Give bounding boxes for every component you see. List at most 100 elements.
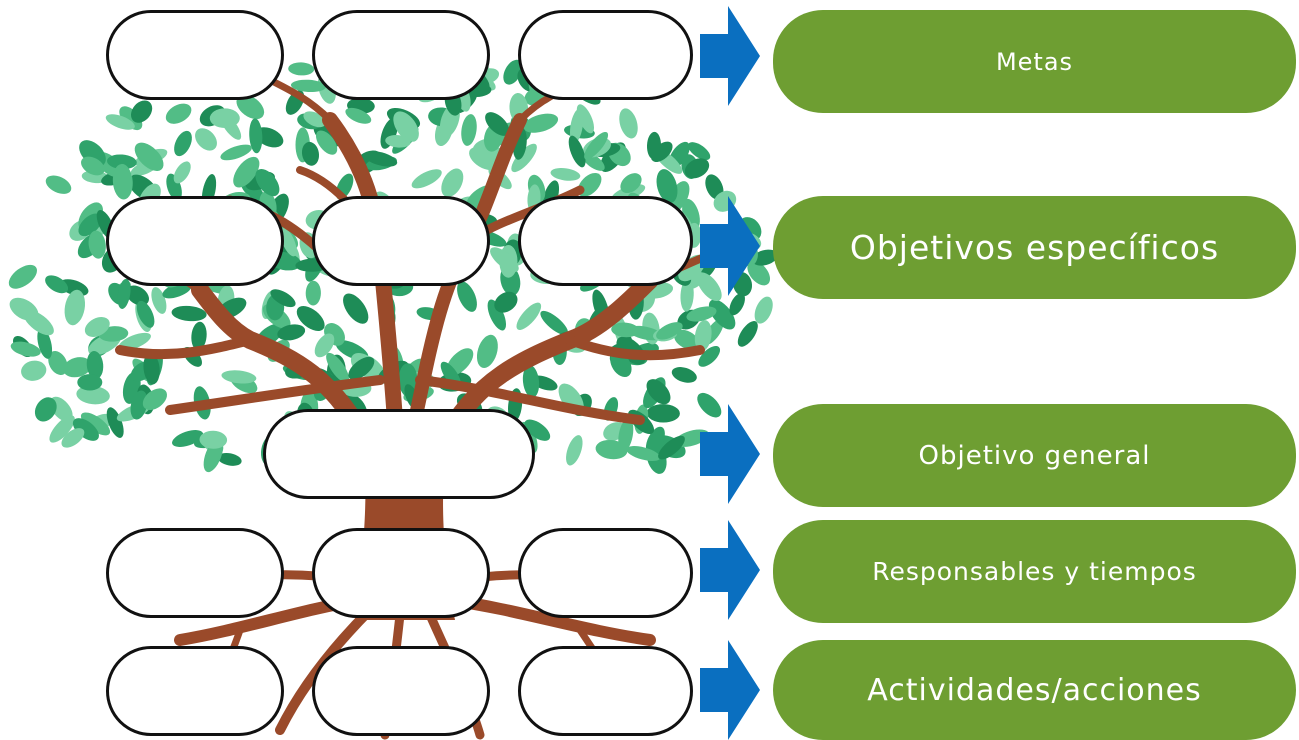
leaf xyxy=(63,357,92,378)
leaf xyxy=(568,135,586,168)
leaf xyxy=(84,317,110,337)
leaf xyxy=(209,108,240,128)
leaf xyxy=(165,103,192,124)
leaf xyxy=(134,142,164,171)
leaf xyxy=(277,324,306,341)
arrow-right-icon xyxy=(700,520,760,620)
leaf xyxy=(126,285,149,306)
leaf xyxy=(314,333,335,358)
leaf xyxy=(646,404,680,423)
leaf xyxy=(221,370,257,384)
leaf xyxy=(305,280,321,306)
leaf xyxy=(511,143,537,173)
leaf xyxy=(697,392,722,418)
leaf xyxy=(86,351,104,380)
leaf xyxy=(680,278,694,312)
leaf xyxy=(233,156,260,188)
arrow-right-icon xyxy=(700,640,760,740)
leaf xyxy=(674,329,699,350)
leaf xyxy=(112,163,133,200)
leaf xyxy=(172,430,204,447)
leaf xyxy=(737,321,758,347)
leaf xyxy=(64,289,86,326)
leaf xyxy=(21,360,47,381)
blank-box-actividades-1 xyxy=(106,646,284,736)
leaf xyxy=(255,168,280,197)
blank-box-metas-2 xyxy=(312,10,490,100)
blank-box-actividades-2 xyxy=(312,646,490,736)
leaf xyxy=(107,154,137,170)
leaf xyxy=(162,282,192,299)
leaf xyxy=(380,117,398,149)
leaf xyxy=(37,327,53,359)
blank-box-objetivos-1 xyxy=(106,196,284,286)
leaf xyxy=(119,106,143,131)
leaf xyxy=(485,112,510,136)
leaf xyxy=(523,113,559,133)
leaf xyxy=(301,141,320,166)
leaf xyxy=(88,230,106,259)
leaf xyxy=(626,446,661,461)
blank-box-responsables-1 xyxy=(106,528,284,618)
label-objetivos-especificos: Objetivos específicos xyxy=(773,196,1296,299)
leaf xyxy=(550,168,581,181)
leaf xyxy=(658,435,685,460)
leaf xyxy=(494,291,518,313)
leaf xyxy=(393,111,419,142)
label-metas: Metas xyxy=(773,10,1296,113)
leaf xyxy=(646,131,662,160)
arrow-right-icon xyxy=(700,6,760,106)
tree-illustration xyxy=(8,49,778,740)
leaf xyxy=(747,260,771,286)
leaf xyxy=(343,293,369,324)
leaf xyxy=(566,435,583,466)
leaf xyxy=(80,412,111,436)
leaf xyxy=(130,390,148,420)
leaf xyxy=(620,173,642,194)
leaf xyxy=(136,300,155,328)
leaf xyxy=(345,107,372,124)
leaf xyxy=(524,419,551,441)
leaf xyxy=(173,161,191,184)
leaf xyxy=(142,388,167,410)
leaf xyxy=(117,278,131,309)
leaf xyxy=(290,79,326,93)
blank-box-responsables-2 xyxy=(312,528,490,618)
blank-box-objetivos-3 xyxy=(518,196,693,286)
label-objetivo-general: Objetivo general xyxy=(773,404,1296,507)
leaf xyxy=(411,169,442,189)
leaf xyxy=(199,430,228,449)
leaf xyxy=(751,249,778,266)
leaf xyxy=(687,142,711,161)
arrow-right-icon xyxy=(700,196,760,296)
leaf xyxy=(698,346,721,367)
leaf xyxy=(656,322,683,340)
leaf xyxy=(236,94,265,120)
leaf xyxy=(348,356,375,380)
leaf xyxy=(516,302,542,330)
leaf xyxy=(569,109,584,144)
leaf xyxy=(49,415,75,443)
leaf xyxy=(646,379,671,405)
leaf xyxy=(684,158,710,179)
leaf xyxy=(487,299,507,331)
leaf xyxy=(490,247,519,273)
label-actividades-acciones: Actividades/acciones xyxy=(773,640,1296,740)
leaf xyxy=(619,108,638,139)
blank-box-metas-3 xyxy=(518,10,693,100)
blank-box-actividades-3 xyxy=(518,646,693,736)
leaf xyxy=(708,299,736,330)
leaf xyxy=(705,174,724,200)
leaf xyxy=(584,131,609,160)
leaf xyxy=(645,426,665,455)
leaf xyxy=(522,365,540,398)
leaf xyxy=(280,227,297,257)
blank-box-objetivo-general xyxy=(263,409,535,499)
leaf xyxy=(105,114,135,130)
leaf xyxy=(729,293,745,316)
leaf xyxy=(9,297,39,321)
leaf xyxy=(72,418,99,441)
leaf xyxy=(61,428,85,448)
leaf xyxy=(316,130,338,155)
leaf xyxy=(45,275,69,294)
